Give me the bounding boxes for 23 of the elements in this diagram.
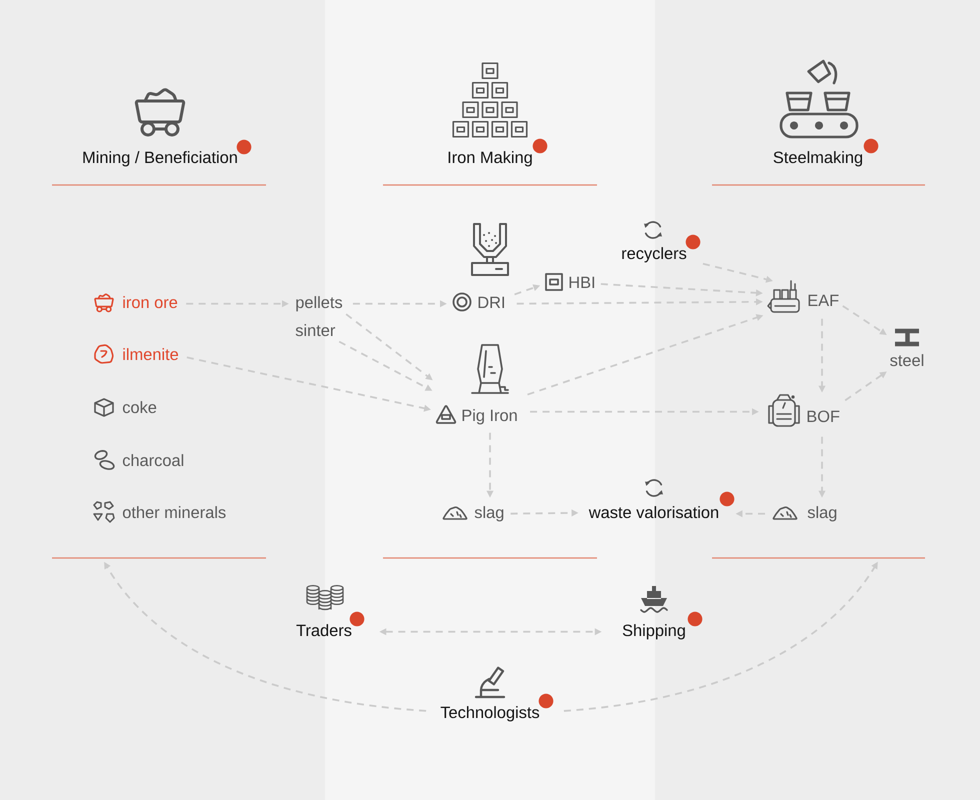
actor-label: recyclers: [622, 247, 686, 262]
material-label: coke: [122, 401, 156, 414]
actor-label: Shipping: [622, 624, 685, 640]
actor-label: waste valorisation: [588, 506, 718, 518]
product-label: DRI: [478, 296, 504, 308]
process-label: BOF: [808, 410, 840, 422]
product-label: pellets: [296, 296, 342, 312]
actor-label: Technologists: [440, 706, 540, 722]
material-label: charcoal: [122, 454, 184, 466]
product-label: Pig Iron: [462, 409, 517, 424]
material-label: ilmenite: [123, 348, 178, 360]
product-label: steel: [890, 354, 924, 366]
section-heading: Iron Making: [448, 151, 532, 166]
section-heading: Steelmaking: [774, 151, 862, 166]
actor-label: Traders: [296, 624, 352, 636]
section-heading: Mining / Beneficiation: [83, 151, 237, 166]
process-label: EAF: [808, 294, 839, 306]
material-label: other minerals: [122, 506, 226, 518]
product-label: sinter: [296, 324, 336, 336]
product-label: HBI: [570, 276, 594, 288]
material-label: iron ore: [123, 296, 178, 308]
product-label: slag: [474, 506, 504, 522]
product-label: slag: [808, 506, 836, 522]
